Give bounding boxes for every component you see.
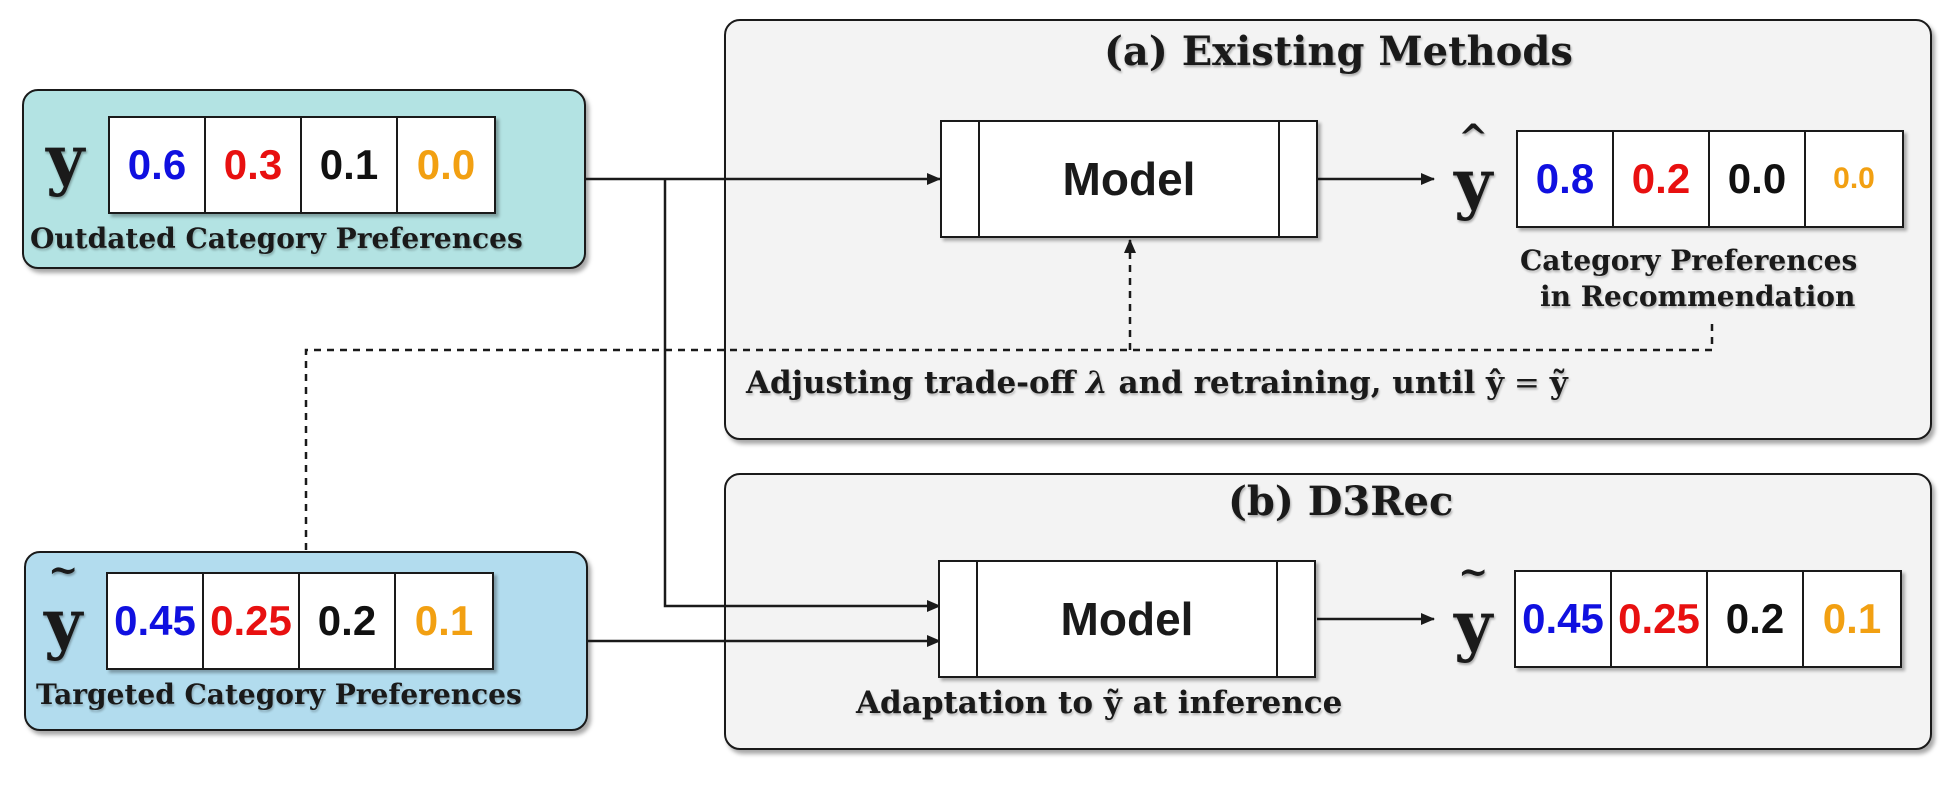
output-a-caption-line1: Category Preferences — [1520, 244, 1858, 277]
model-block-a: Model — [940, 120, 1318, 238]
outdated-caption: Outdated Category Preferences — [30, 222, 523, 255]
value-cell: 0.1 — [1822, 595, 1882, 642]
output-a-values-row: 0.8 0.2 0.0 0.0 — [1516, 130, 1904, 228]
tilde-accent: ~ — [1458, 551, 1489, 593]
value-cell: 0.2 — [1614, 132, 1710, 226]
output-a-caption-line2: in Recommendation — [1540, 280, 1856, 313]
outdated-values-row: 0.6 0.3 0.1 0.0 — [108, 116, 496, 214]
tilde-accent: ~ — [48, 549, 79, 591]
panel-a-title: (a) Existing Methods — [1104, 28, 1573, 75]
loop-caption: Adjusting trade-off λ and retraining, un… — [746, 365, 1568, 401]
adaptation-caption: Adaptation to ỹ at inference — [856, 685, 1343, 721]
panel-existing-methods — [724, 19, 1932, 440]
value-cell: 0.2 — [300, 574, 396, 668]
value-cell: 0.3 — [206, 118, 302, 212]
targeted-symbol: ~ y — [44, 549, 83, 662]
output-a-symbol: ^ y — [1454, 117, 1493, 222]
output-b-symbol: ~ y — [1454, 551, 1493, 664]
value-cell: 0.1 — [414, 597, 474, 644]
panel-b-title: (b) D3Rec — [1228, 478, 1454, 525]
targeted-values-row: 0.45 0.25 0.2 0.1 — [106, 572, 494, 670]
value-cell: 0.8 — [1518, 132, 1614, 226]
value-cell: 0.2 — [1708, 572, 1804, 666]
output-b-values-row: 0.45 0.25 0.2 0.1 — [1514, 570, 1902, 668]
dashed-feedback-loop — [304, 322, 1714, 550]
targeted-caption: Targeted Category Preferences — [36, 678, 522, 711]
outdated-symbol: y — [46, 120, 85, 198]
value-cell: 0.25 — [1612, 572, 1708, 666]
value-cell: 0.45 — [1516, 572, 1612, 666]
value-cell: 0.0 — [1833, 162, 1875, 195]
value-cell: 0.0 — [416, 141, 476, 188]
value-cell: 0.6 — [110, 118, 206, 212]
value-cell: 0.25 — [204, 574, 300, 668]
model-block-b: Model — [938, 560, 1316, 678]
value-cell: 0.1 — [302, 118, 398, 212]
value-cell: 0.0 — [1710, 132, 1806, 226]
arrow-input-to-model-b — [663, 179, 941, 612]
value-cell: 0.45 — [108, 574, 204, 668]
hat-accent: ^ — [1458, 117, 1489, 159]
